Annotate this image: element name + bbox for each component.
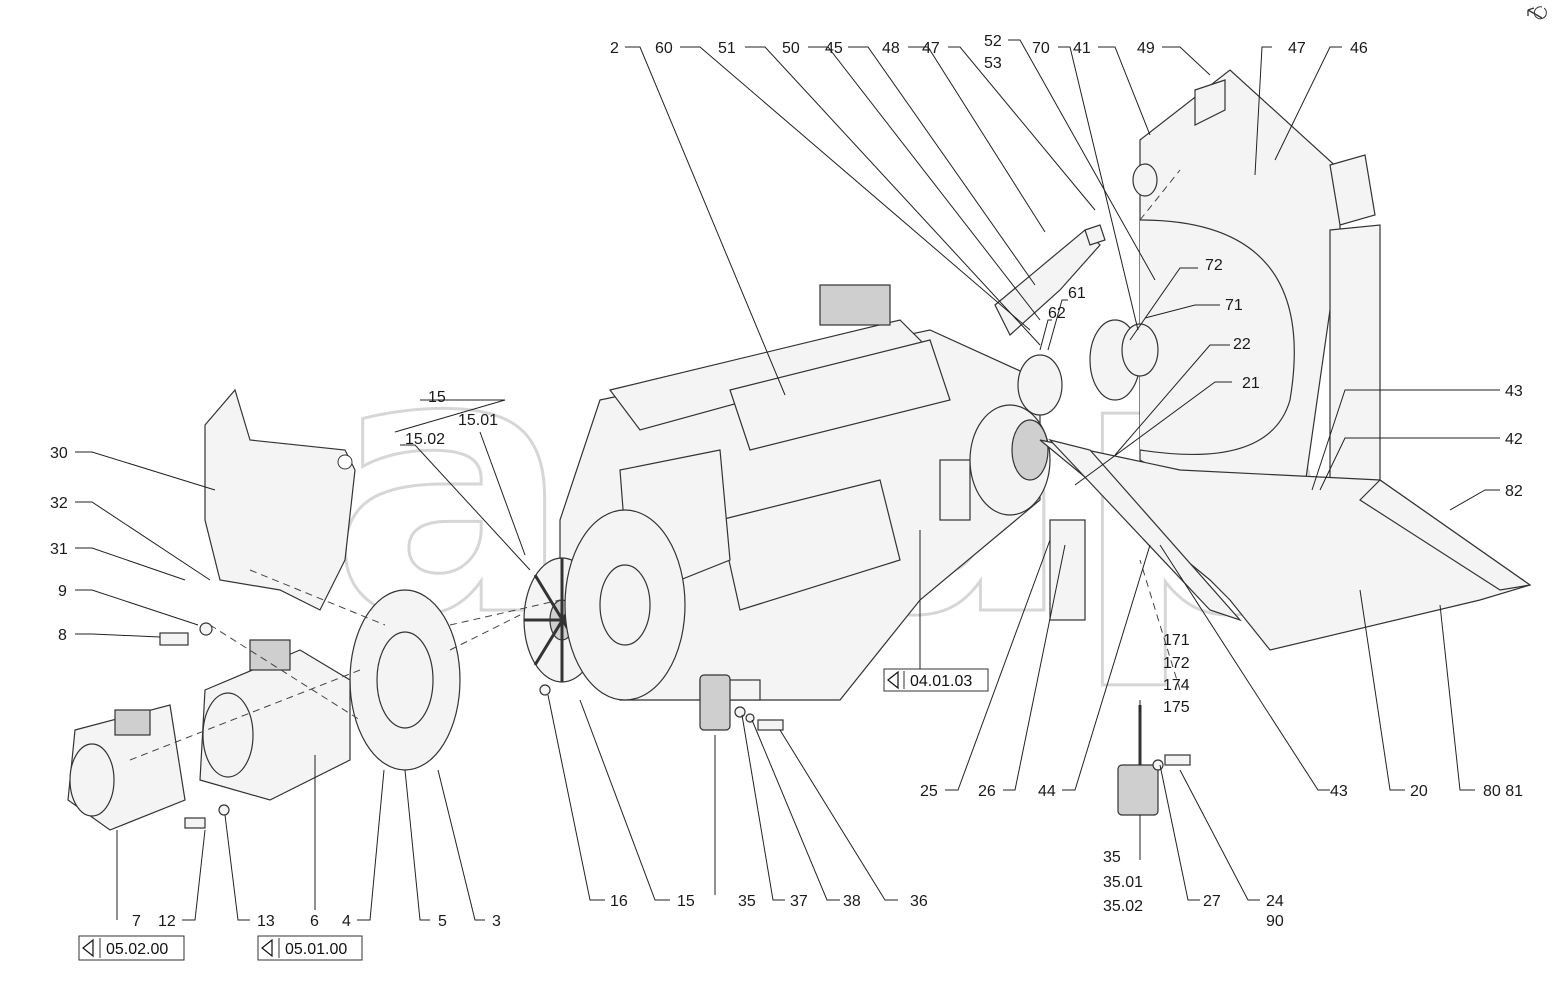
leader-lines — [75, 39, 1500, 921]
callout-26: 26 — [978, 783, 996, 800]
callout-15: 15 — [428, 389, 446, 406]
callout-44: 44 — [1038, 783, 1056, 800]
callout-80-81: 80 81 — [1483, 783, 1523, 800]
callout-25: 25 — [920, 783, 938, 800]
callout-21: 21 — [1242, 375, 1260, 392]
callouts-mid-right: 171 172 174 175 25 26 44 43 20 80 81 35 … — [920, 632, 1523, 930]
ref-box-04-01-03[interactable]: 04.01.03 — [883, 668, 989, 692]
rubber-mount-right — [1117, 705, 1159, 816]
callout-13: 13 — [257, 913, 275, 930]
callout-70: 70 — [1032, 40, 1050, 57]
hydraulic-pump-rear — [67, 704, 186, 831]
callout-12: 12 — [158, 913, 176, 930]
callouts-left: 15 15.01 15.02 30 32 31 9 8 — [50, 389, 498, 644]
callout-72: 72 — [1205, 257, 1223, 274]
callout-90: 90 — [1266, 913, 1284, 930]
arrow-left-icon — [82, 938, 94, 958]
callout-60: 60 — [655, 40, 673, 57]
callout-9: 9 — [58, 583, 67, 600]
callout-30: 30 — [50, 445, 68, 462]
callout-47-right: 47 — [1288, 40, 1306, 57]
callout-15-bottom: 15 — [677, 893, 695, 910]
callout-53: 53 — [984, 55, 1002, 72]
callout-6: 6 — [310, 913, 319, 930]
callout-22: 22 — [1233, 336, 1251, 353]
assembly-lines — [129, 169, 1181, 761]
callout-48: 48 — [882, 40, 900, 57]
callout-46: 46 — [1350, 40, 1368, 57]
callout-51: 51 — [718, 40, 736, 57]
callout-2: 2 — [610, 40, 619, 57]
callout-82: 82 — [1505, 483, 1523, 500]
callout-175: 175 — [1163, 699, 1190, 716]
callouts-bottom: 7 12 13 6 4 5 3 16 15 35 37 38 36 — [132, 893, 928, 930]
callout-37: 37 — [790, 893, 808, 910]
callout-16: 16 — [610, 893, 628, 910]
callout-43: 43 — [1505, 383, 1523, 400]
callout-62: 62 — [1048, 305, 1066, 322]
engine-mount-bracket-left — [204, 388, 356, 611]
side-panel — [1194, 79, 1381, 521]
bolts — [159, 622, 1191, 829]
callout-35-02: 35.02 — [1103, 898, 1143, 915]
arrow-left-icon — [887, 670, 899, 690]
ref-box-05-02-00[interactable]: 05.02.00 — [78, 935, 185, 961]
engine-mount-left — [1049, 519, 1086, 621]
callout-31: 31 — [50, 541, 68, 558]
ref-label: 05.02.00 — [106, 941, 168, 958]
callout-35: 35 — [738, 893, 756, 910]
arrow-left-icon — [261, 938, 273, 958]
callout-42: 42 — [1505, 431, 1523, 448]
callout-8: 8 — [58, 627, 67, 644]
callout-35-right: 35 — [1103, 849, 1121, 866]
callout-35-01: 35.01 — [1103, 874, 1143, 891]
ref-label: 04.01.03 — [910, 673, 972, 690]
ref-label: 05.01.00 — [285, 941, 347, 958]
callout-3: 3 — [492, 913, 501, 930]
callout-36: 36 — [910, 893, 928, 910]
rubber-mount-center — [699, 674, 731, 731]
callout-49: 49 — [1137, 40, 1155, 57]
hydraulic-pump-front — [199, 639, 351, 801]
callout-15-01: 15.01 — [458, 412, 498, 429]
callout-47: 47 — [922, 40, 940, 57]
flywheel-housing — [564, 509, 686, 701]
callout-15-02: 15.02 — [405, 431, 445, 448]
fan-shroud — [1132, 69, 1341, 521]
callout-7: 7 — [132, 913, 141, 930]
fan-support-bracket — [994, 224, 1106, 336]
callout-171: 171 — [1163, 632, 1190, 649]
callouts-top: 2 60 51 50 45 48 47 52 53 70 41 49 47 46 — [610, 33, 1368, 72]
callouts-right: 72 61 62 71 22 21 43 42 82 — [1048, 257, 1523, 500]
skid-plate — [1039, 438, 1532, 651]
ref-box-05-01-00[interactable]: 05.01.00 — [257, 935, 363, 961]
callout-172: 172 — [1163, 655, 1190, 672]
rotate-icon[interactable] — [1527, 6, 1547, 20]
callout-27: 27 — [1203, 893, 1221, 910]
callout-52: 52 — [984, 33, 1002, 50]
callout-20: 20 — [1410, 783, 1428, 800]
callout-174: 174 — [1163, 677, 1190, 694]
fan-assembly — [1017, 319, 1159, 416]
coupling-disc — [349, 589, 461, 771]
callout-5: 5 — [438, 913, 447, 930]
callout-45: 45 — [825, 40, 843, 57]
callout-24: 24 — [1266, 893, 1284, 910]
callout-61: 61 — [1068, 285, 1086, 302]
callout-50: 50 — [782, 40, 800, 57]
callout-32: 32 — [50, 495, 68, 512]
callout-38: 38 — [843, 893, 861, 910]
callout-71: 71 — [1225, 297, 1243, 314]
callout-41: 41 — [1073, 40, 1091, 57]
callout-4: 4 — [342, 913, 351, 930]
callout-43-bottom: 43 — [1330, 783, 1348, 800]
